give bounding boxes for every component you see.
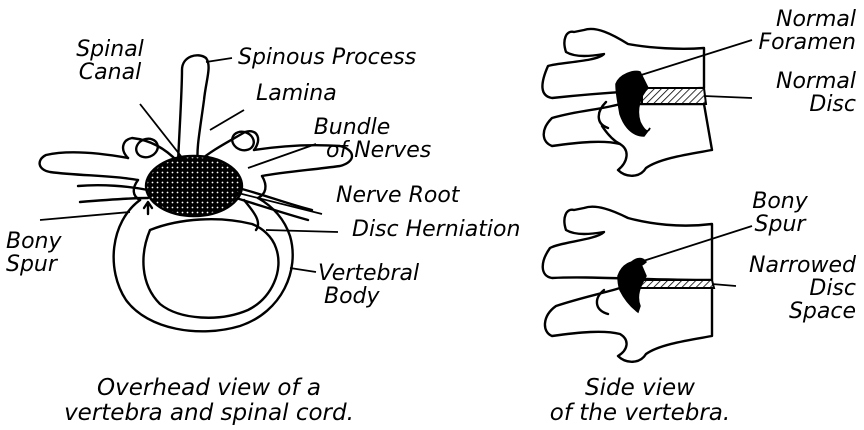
label-disc-herniation: Disc Herniation <box>352 218 520 241</box>
label-normal-foramen: Normal Foramen <box>744 8 856 54</box>
label-vertebral-body: Vertebral Body <box>318 262 419 308</box>
spinal-cord <box>146 156 242 216</box>
label-narrowed-line1: Narrowed <box>734 254 856 277</box>
vertebral-body-inner <box>143 219 278 318</box>
left-nerve-root <box>78 185 148 190</box>
label-lamina: Lamina <box>256 82 337 105</box>
label-bony-spur-line2: Spur <box>6 253 62 276</box>
label-spinous-process: Spinous Process <box>238 46 416 69</box>
label-bundle-of-nerves: Bundle of Nerves <box>312 116 431 162</box>
label-bony-spur-side-line2: Spur <box>740 213 820 236</box>
label-narrowed-line3: Space <box>734 300 856 323</box>
label-normal-disc-line1: Normal <box>744 70 856 93</box>
caption-side-line1: Side view <box>530 376 750 401</box>
caption-side: Side view of the vertebra. <box>530 376 750 426</box>
label-nerve-root: Nerve Root <box>336 184 459 207</box>
label-vertebral-body-line1: Vertebral <box>318 262 419 285</box>
label-narrowed-disc-space: Narrowed Disc Space <box>734 254 856 323</box>
narrowed-disc <box>640 280 714 288</box>
normal-disc <box>642 88 706 104</box>
vertebral-body-outer <box>114 198 293 331</box>
caption-side-line2: of the vertebra. <box>530 401 750 426</box>
label-narrowed-line2: Disc <box>734 277 856 300</box>
label-bony-spur-line1: Bony <box>6 230 62 253</box>
caption-overhead: Overhead view of a vertebra and spinal c… <box>44 376 374 426</box>
bony-spur-arrow <box>144 202 152 214</box>
label-bony-spur-overhead: Bony Spur <box>6 230 62 276</box>
label-normal-disc: Normal Disc <box>744 70 856 116</box>
caption-overhead-line2: vertebra and spinal cord. <box>44 401 374 426</box>
label-bony-spur-side: Bony Spur <box>740 190 820 236</box>
label-spinal-canal: Spinal Canal <box>64 38 156 84</box>
label-bundle-line2: of Nerves <box>326 139 431 162</box>
label-spinal-canal-line1: Spinal <box>64 38 156 61</box>
label-spinal-canal-line2: Canal <box>64 61 156 84</box>
label-normal-foramen-line2: Foramen <box>744 31 856 54</box>
bony-spur <box>628 259 646 267</box>
label-bony-spur-side-line1: Bony <box>740 190 820 213</box>
label-bundle-line1: Bundle <box>312 116 392 139</box>
label-normal-foramen-line1: Normal <box>744 8 856 31</box>
label-normal-disc-line2: Disc <box>744 93 856 116</box>
left-transverse-process <box>40 152 138 180</box>
label-vertebral-body-line2: Body <box>324 285 419 308</box>
caption-overhead-line1: Overhead view of a <box>44 376 374 401</box>
spinous-process <box>178 55 209 162</box>
